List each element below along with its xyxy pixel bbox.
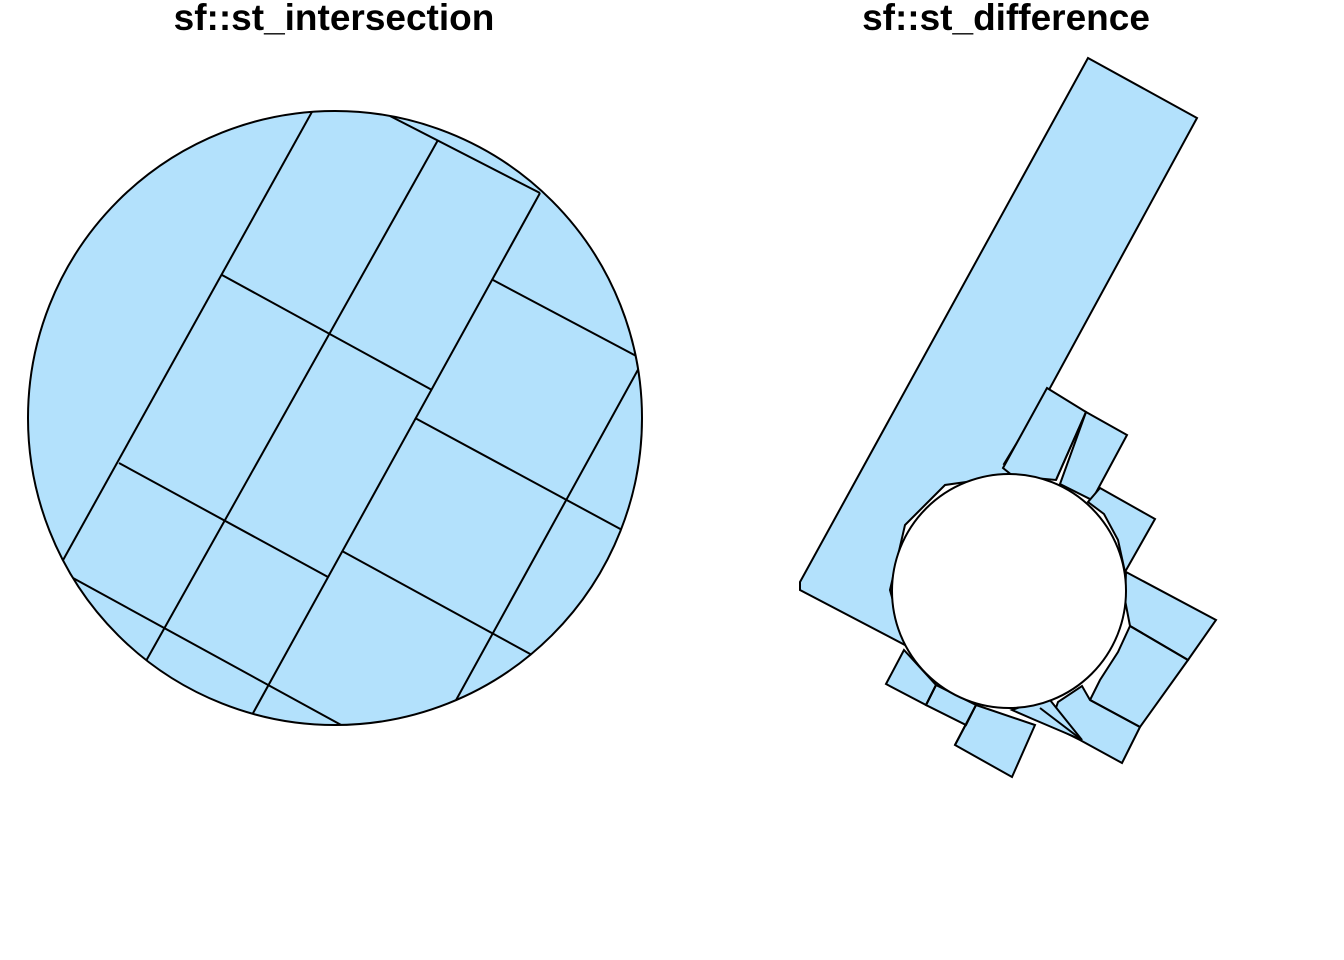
cell-boundary-line	[145, 139, 439, 662]
cell-boundary-line	[1089, 699, 1141, 728]
intersection-region	[27, 110, 643, 726]
cell-boundary-line	[118, 462, 329, 578]
cell-boundary-line	[954, 704, 977, 746]
difference-cell	[799, 56, 1199, 647]
cell-boundary-line	[925, 684, 937, 706]
cell-boundary-line	[414, 417, 625, 532]
cell-boundary-line	[454, 365, 641, 703]
cell-boundary-line	[492, 279, 641, 359]
cell-boundary-line	[61, 571, 344, 725]
difference-hole	[891, 473, 1127, 709]
cell-boundary-line	[389, 115, 541, 194]
cell-boundary-line	[1055, 411, 1087, 481]
cell-boundary-line	[1039, 707, 1083, 741]
panel-title-intersection: sf::st_intersection	[173, 0, 495, 38]
difference-cell-boundaries	[925, 411, 1189, 746]
intersection-panel	[27, 110, 643, 726]
intersection-cell-boundaries	[61, 111, 641, 725]
cell-boundary-line	[1129, 625, 1189, 661]
difference-panel	[799, 56, 1218, 779]
difference-cell	[1086, 486, 1157, 575]
intersection-outline	[27, 110, 643, 726]
cell-boundary-line	[221, 274, 433, 391]
cell-boundary-line	[251, 192, 541, 716]
cell-boundary-line	[341, 550, 533, 656]
cell-boundary-line	[61, 111, 314, 563]
panel-title-difference: sf::st_difference	[862, 0, 1150, 38]
